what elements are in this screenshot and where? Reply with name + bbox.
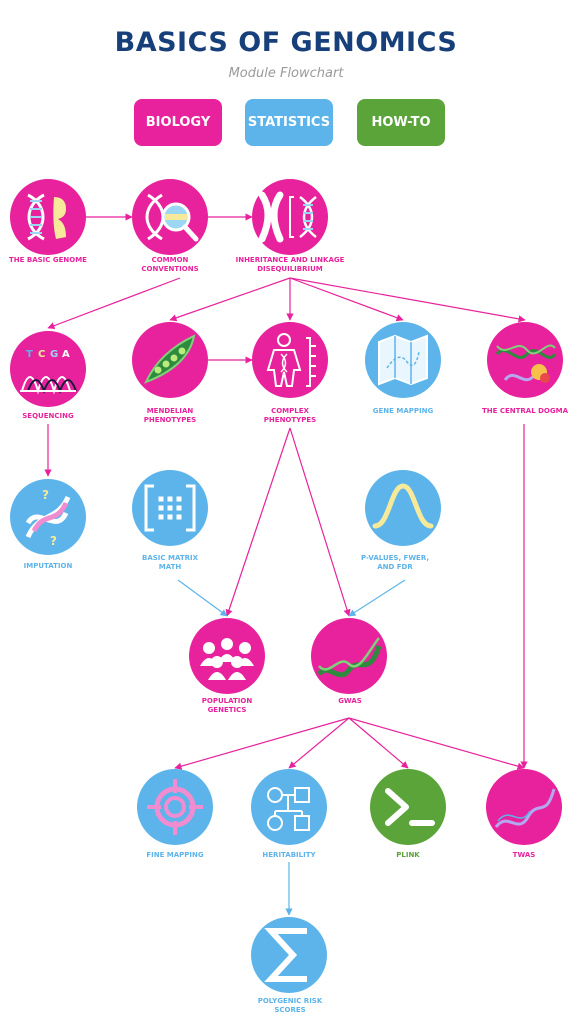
node-imputation: ?? <box>10 479 86 555</box>
node-pvalues <box>365 470 441 546</box>
node-label-fine-mapping: FINE MAPPING <box>146 851 204 859</box>
dna-strand-icon <box>317 637 382 678</box>
svg-text:?: ? <box>50 534 57 548</box>
sigma-icon <box>264 928 307 982</box>
node-label-gene-mapping: GENE MAPPING <box>372 407 434 415</box>
edge-gwas-to-heritability <box>288 717 350 769</box>
node-central-dogma <box>487 322 563 398</box>
matrix-icon <box>144 484 196 532</box>
node-label-gwas: GWAS <box>338 697 362 705</box>
human-body-icon <box>266 333 316 387</box>
node-label-complex: COMPLEX PHENOTYPES <box>263 407 317 424</box>
svg-text:C: C <box>38 349 45 360</box>
node-label-central-dogma: THE CENTRAL DOGMA <box>482 407 568 415</box>
node-label-twas: TWAS <box>512 851 536 859</box>
edge-gwas-to-plink <box>348 717 409 769</box>
dna-question-icon: ?? <box>25 488 71 548</box>
node-label-prs: POLYGENIC RISK SCORES <box>257 997 323 1014</box>
node-label-imputation: IMPUTATION <box>23 562 73 570</box>
dna-magnifier-icon <box>145 193 199 242</box>
node-label-common-conventions: COMMON CONVENTIONS <box>141 256 199 273</box>
node-circle <box>137 769 213 845</box>
node-label-basic-genome: THE BASIC GENOME <box>9 256 87 264</box>
edge-matrix-math-to-popgen <box>177 579 228 617</box>
node-circle <box>311 618 387 694</box>
page-subtitle: Module Flowchart <box>228 66 344 81</box>
chromosome-dna-icon <box>258 191 317 243</box>
pedigree-icon <box>267 787 310 831</box>
svg-text:G: G <box>50 349 58 360</box>
edge-inheritance-to-gene-mapping <box>289 277 404 322</box>
edge-gwas-to-fine-mapping <box>174 717 350 770</box>
node-gene-mapping <box>365 322 441 398</box>
node-popgen <box>189 618 265 694</box>
node-circle <box>487 322 563 398</box>
page-title: BASICS OF GENOMICS <box>114 27 458 58</box>
node-heritability <box>251 769 327 845</box>
edge-pvalues-to-gwas <box>348 579 406 617</box>
node-label-matrix-math: BASIC MATRIX MATH <box>142 554 198 571</box>
edge-common-conventions-to-sequencing <box>47 277 181 330</box>
node-circle <box>365 470 441 546</box>
node-label-inheritance: INHERITANCE AND LINKAGE DISEQUILIBRIUM <box>235 256 345 273</box>
dna-chromosome-icon <box>27 193 66 241</box>
node-complex <box>252 322 328 398</box>
node-fine-mapping <box>137 769 213 845</box>
node-plink <box>370 769 446 845</box>
node-gwas <box>311 618 387 694</box>
rna-strand-icon <box>494 788 556 829</box>
pea-pod-icon <box>144 334 196 384</box>
legend-biology: BIOLOGY <box>134 99 222 146</box>
bell-curve-icon <box>372 483 434 529</box>
edge-complex-to-gwas <box>289 427 351 617</box>
map-icon <box>378 334 428 386</box>
node-label-heritability: HERITABILITY <box>262 851 316 859</box>
node-label-plink: PLINK <box>396 851 420 859</box>
node-common-conventions <box>132 179 208 255</box>
terminal-prompt-icon <box>385 788 435 826</box>
node-label-sequencing: SEQUENCING <box>22 412 74 420</box>
node-matrix-math <box>132 470 208 546</box>
node-inheritance <box>252 179 328 255</box>
dna-protein-icon <box>495 344 557 383</box>
svg-text:A: A <box>62 349 70 360</box>
node-label-mendelian: MENDELIAN PHENOTYPES <box>143 407 197 424</box>
people-group-icon <box>200 638 254 680</box>
svg-text:T: T <box>26 349 33 360</box>
node-basic-genome <box>10 179 86 255</box>
edge-gwas-to-twas <box>348 717 525 770</box>
edge-complex-to-popgen <box>225 427 291 617</box>
node-circle <box>10 179 86 255</box>
node-prs <box>251 917 327 993</box>
edge-inheritance-to-central-dogma <box>289 277 526 323</box>
node-label-popgen: POPULATION GENETICS <box>201 697 253 714</box>
node-twas <box>486 769 562 845</box>
node-circle <box>10 331 86 407</box>
target-icon <box>147 779 203 835</box>
legend-howto: HOW-TO <box>357 99 445 146</box>
node-circle <box>486 769 562 845</box>
legend-statistics: STATISTICS <box>245 99 333 146</box>
svg-text:?: ? <box>42 488 49 502</box>
edges-layer <box>44 213 528 916</box>
node-label-pvalues: P-VALUES, FWER, AND FDR <box>360 554 430 571</box>
node-mendelian <box>132 322 208 398</box>
edge-inheritance-to-mendelian <box>169 277 291 322</box>
